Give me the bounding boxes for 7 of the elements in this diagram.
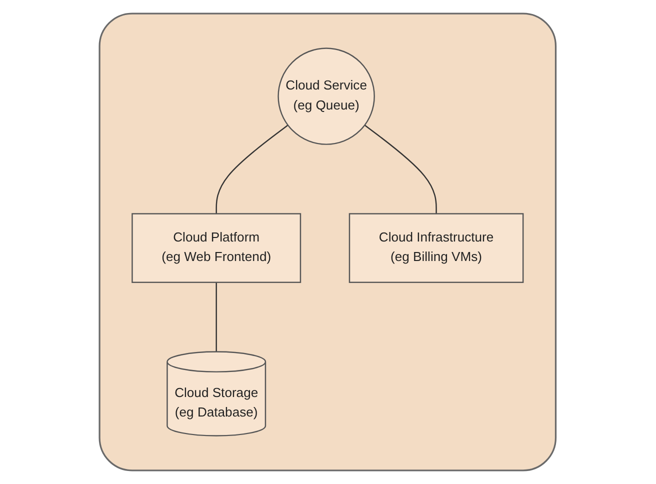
cluster <box>99 12 557 472</box>
node-box: Cloud Platform (eg Web Frontend) <box>132 213 302 283</box>
connector <box>216 124 289 214</box>
connector <box>216 282 218 352</box>
connector <box>364 124 438 214</box>
node-circle: Cloud Service (eg Queue) <box>278 48 376 145</box>
node-box: Cloud Infrastructure (eg Billing VMs) <box>349 213 524 283</box>
